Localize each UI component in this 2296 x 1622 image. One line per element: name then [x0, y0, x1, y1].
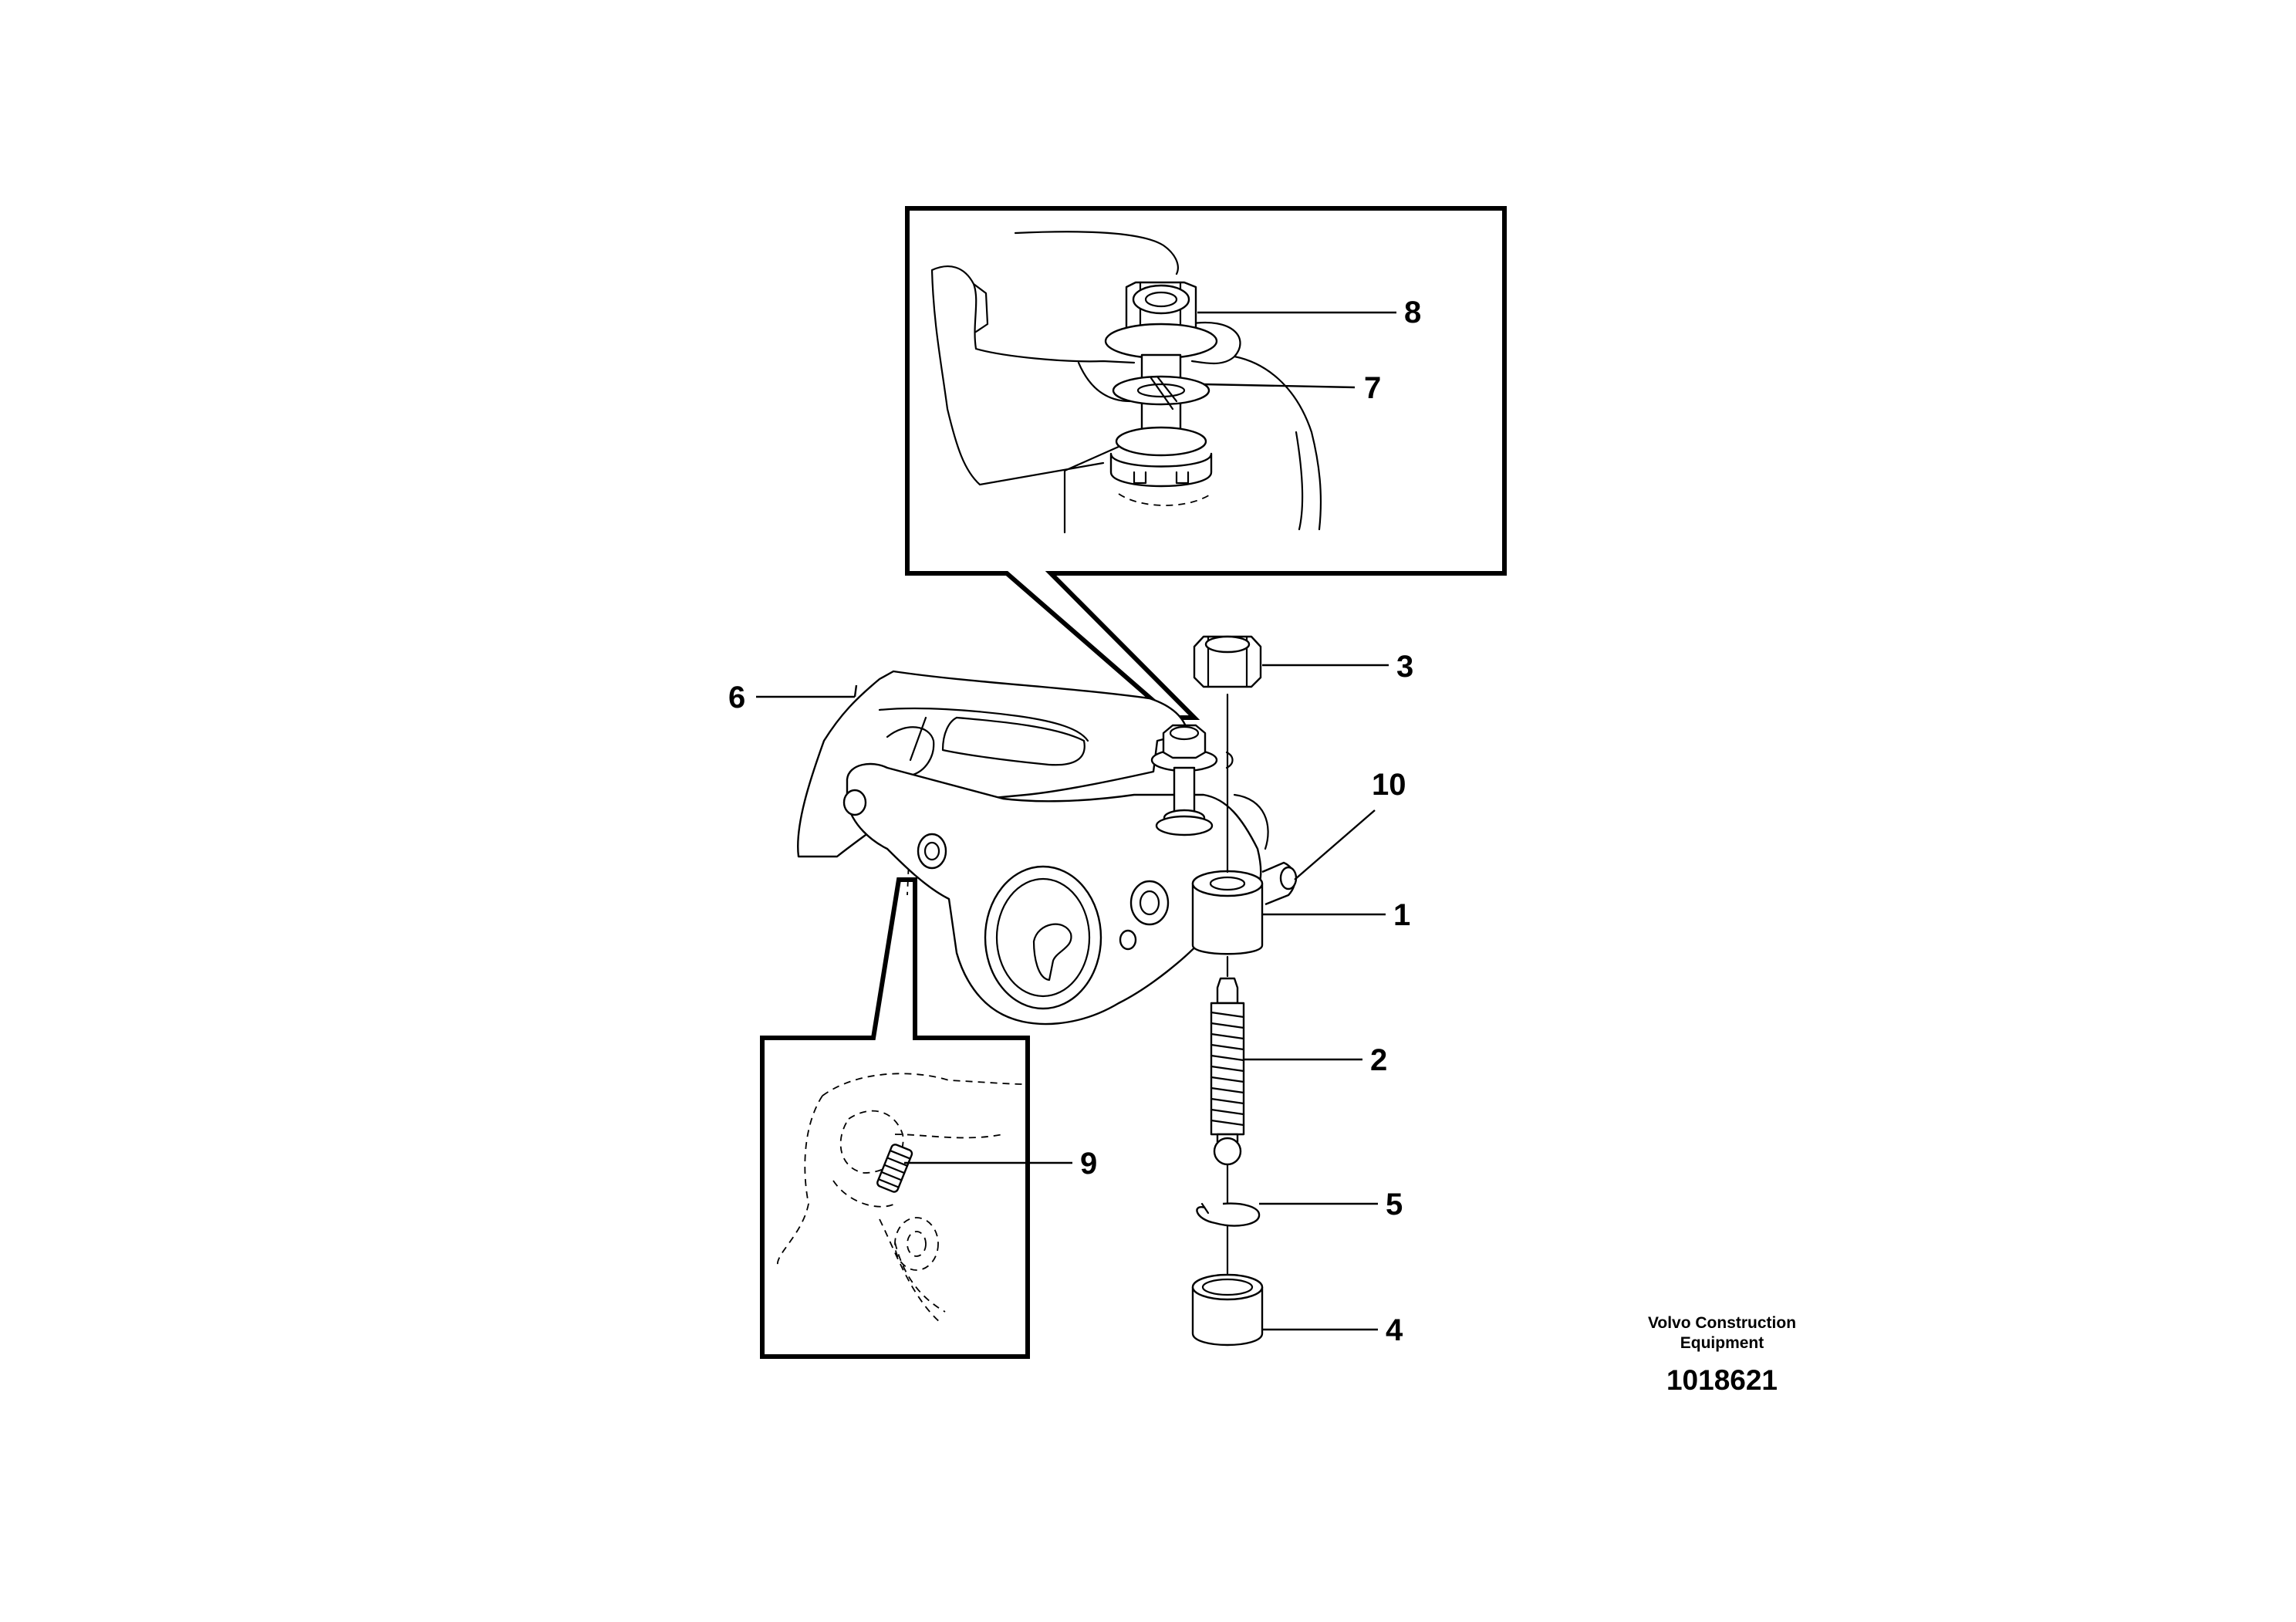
brand-line-2: Equipment: [1680, 1334, 1764, 1352]
rocker-arm-bore: [984, 865, 1102, 1010]
detail-inset-bottom: 9: [760, 755, 1097, 1359]
inset-bolt-top: [1132, 284, 1190, 315]
leader-7: [1203, 383, 1356, 389]
inset-ghost-arm: [777, 1073, 1023, 1324]
callout-7: 7: [1364, 371, 1381, 405]
leader-10: [1294, 809, 1376, 880]
part-2-adjusting-screw: [1210, 977, 1245, 1166]
inset-washer-spring: [1112, 375, 1210, 406]
inset-seat: [1109, 452, 1213, 488]
inset-set-screw: [876, 1144, 913, 1193]
inset-hand-outline: [930, 231, 1322, 534]
callout-8: 8: [1404, 296, 1421, 329]
inset-flange: [1104, 323, 1218, 360]
rocker-arm-assembly: [797, 670, 1298, 1026]
callout-2: 2: [1370, 1043, 1387, 1077]
callout-1: 1: [1393, 898, 1410, 932]
callout-9: 9: [1080, 1147, 1097, 1181]
brand-line-1: Volvo Construction: [1648, 1314, 1796, 1332]
rocker-bolt-head: [1162, 724, 1207, 759]
inset-lower-collar: [1115, 426, 1207, 457]
part-5-circlip: [1196, 1202, 1261, 1227]
part-3-nut: [1193, 635, 1262, 688]
callout-10: 10: [1372, 768, 1406, 802]
drawing-number: 1018621: [1666, 1364, 1778, 1396]
callout-5: 5: [1386, 1188, 1403, 1222]
callout-4: 4: [1386, 1313, 1403, 1347]
part-4-cup: [1191, 1273, 1264, 1347]
inset-bottom-frame: [760, 877, 1030, 1359]
callout-3: 3: [1396, 650, 1413, 684]
inset-top-frame: [905, 206, 1507, 720]
bore-oil-groove: [1032, 923, 1072, 982]
callouts-main: 3 6 10 1 2 5 4: [728, 650, 1413, 1347]
detail-inset-top: 8 7: [905, 206, 1507, 720]
callout-6: 6: [728, 681, 745, 715]
title-block: Volvo Construction Equipment 1018621: [1648, 1314, 1796, 1396]
rocker-bolt-shank: [1173, 766, 1196, 816]
